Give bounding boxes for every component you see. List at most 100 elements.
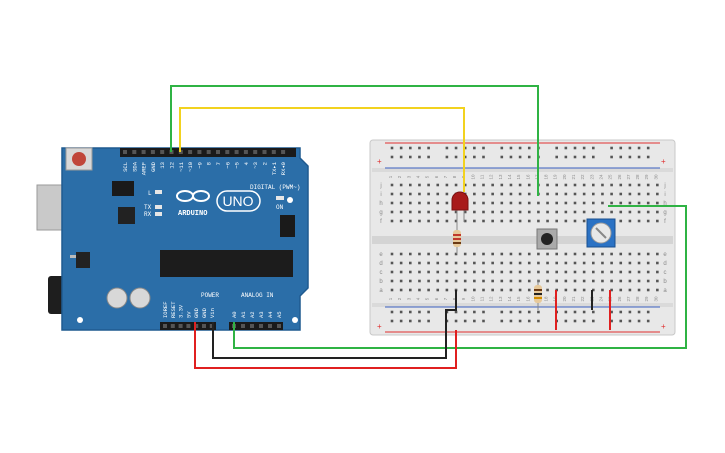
terminal-hole[interactable]	[646, 192, 650, 196]
rail-hole[interactable]	[463, 146, 467, 150]
terminal-hole[interactable]	[628, 270, 632, 274]
terminal-hole[interactable]	[555, 252, 558, 256]
terminal-hole[interactable]	[537, 270, 540, 274]
reset-button-cap[interactable]	[72, 152, 86, 166]
terminal-hole[interactable]	[637, 210, 641, 214]
terminal-hole[interactable]	[573, 252, 577, 256]
rail-hole[interactable]	[418, 319, 421, 323]
header-pin[interactable]	[243, 150, 248, 154]
rail-hole[interactable]	[582, 146, 586, 150]
terminal-hole[interactable]	[637, 219, 641, 223]
terminal-hole[interactable]	[463, 270, 467, 274]
terminal-hole[interactable]	[436, 219, 440, 223]
terminal-hole[interactable]	[656, 252, 659, 256]
rail-hole[interactable]	[637, 310, 641, 314]
terminal-hole[interactable]	[546, 270, 549, 274]
terminal-hole[interactable]	[619, 252, 623, 256]
rail-hole[interactable]	[482, 319, 485, 323]
rail-hole[interactable]	[610, 155, 613, 159]
terminal-hole[interactable]	[491, 183, 494, 187]
terminal-hole[interactable]	[427, 270, 430, 274]
terminal-hole[interactable]	[399, 183, 403, 187]
rail-hole[interactable]	[500, 310, 504, 314]
rail-hole[interactable]	[445, 155, 449, 159]
rail-hole[interactable]	[628, 146, 632, 150]
terminal-hole[interactable]	[573, 288, 577, 292]
terminal-hole[interactable]	[500, 192, 504, 196]
rail-hole[interactable]	[619, 155, 623, 159]
rail-hole[interactable]	[582, 319, 586, 323]
rail-hole[interactable]	[473, 155, 476, 159]
terminal-hole[interactable]	[473, 288, 476, 292]
terminal-hole[interactable]	[491, 270, 494, 274]
terminal-hole[interactable]	[656, 279, 659, 283]
terminal-hole[interactable]	[473, 210, 476, 214]
terminal-hole[interactable]	[546, 288, 549, 292]
terminal-hole[interactable]	[518, 192, 522, 196]
terminal-hole[interactable]	[564, 288, 568, 292]
terminal-hole[interactable]	[592, 279, 595, 283]
terminal-hole[interactable]	[390, 201, 394, 205]
terminal-hole[interactable]	[418, 252, 421, 256]
header-pin[interactable]	[141, 150, 146, 154]
rail-hole[interactable]	[582, 155, 586, 159]
terminal-hole[interactable]	[463, 279, 467, 283]
rail-hole[interactable]	[518, 319, 522, 323]
rail-hole[interactable]	[610, 146, 613, 150]
terminal-hole[interactable]	[637, 201, 641, 205]
terminal-hole[interactable]	[399, 279, 403, 283]
terminal-hole[interactable]	[409, 270, 412, 274]
rail-hole[interactable]	[463, 155, 467, 159]
rail-hole[interactable]	[454, 319, 458, 323]
terminal-hole[interactable]	[445, 183, 449, 187]
rail-hole[interactable]	[527, 319, 531, 323]
terminal-hole[interactable]	[646, 252, 650, 256]
terminal-hole[interactable]	[409, 288, 412, 292]
terminal-hole[interactable]	[592, 183, 595, 187]
terminal-hole[interactable]	[445, 219, 449, 223]
terminal-hole[interactable]	[454, 183, 458, 187]
rail-hole[interactable]	[500, 146, 504, 150]
terminal-hole[interactable]	[610, 192, 613, 196]
terminal-hole[interactable]	[473, 279, 476, 283]
rail-hole[interactable]	[473, 310, 476, 314]
terminal-hole[interactable]	[546, 192, 549, 196]
terminal-hole[interactable]	[463, 183, 467, 187]
terminal-hole[interactable]	[418, 288, 421, 292]
terminal-hole[interactable]	[399, 219, 403, 223]
terminal-hole[interactable]	[500, 219, 504, 223]
terminal-hole[interactable]	[445, 252, 449, 256]
terminal-hole[interactable]	[390, 210, 394, 214]
header-pin[interactable]	[150, 150, 155, 154]
rail-hole[interactable]	[610, 310, 613, 314]
terminal-hole[interactable]	[390, 288, 394, 292]
terminal-hole[interactable]	[518, 288, 522, 292]
rail-hole[interactable]	[646, 146, 650, 150]
rail-hole[interactable]	[418, 146, 421, 150]
header-pin[interactable]	[123, 150, 127, 154]
terminal-hole[interactable]	[409, 219, 412, 223]
header-pin[interactable]	[216, 150, 220, 154]
terminal-hole[interactable]	[427, 261, 430, 265]
terminal-hole[interactable]	[473, 192, 476, 196]
terminal-hole[interactable]	[473, 201, 476, 205]
terminal-hole[interactable]	[628, 192, 632, 196]
terminal-hole[interactable]	[418, 183, 421, 187]
terminal-hole[interactable]	[537, 261, 540, 265]
terminal-hole[interactable]	[491, 288, 494, 292]
terminal-hole[interactable]	[427, 210, 430, 214]
terminal-hole[interactable]	[637, 252, 641, 256]
terminal-hole[interactable]	[646, 201, 650, 205]
terminal-hole[interactable]	[555, 279, 558, 283]
rail-hole[interactable]	[463, 310, 467, 314]
terminal-hole[interactable]	[399, 270, 403, 274]
terminal-hole[interactable]	[656, 288, 659, 292]
terminal-hole[interactable]	[463, 252, 467, 256]
rail-hole[interactable]	[454, 146, 458, 150]
rail-hole[interactable]	[509, 146, 513, 150]
rail-hole[interactable]	[427, 319, 430, 323]
terminal-hole[interactable]	[518, 270, 522, 274]
terminal-hole[interactable]	[637, 279, 641, 283]
terminal-hole[interactable]	[436, 261, 440, 265]
terminal-hole[interactable]	[463, 261, 467, 265]
